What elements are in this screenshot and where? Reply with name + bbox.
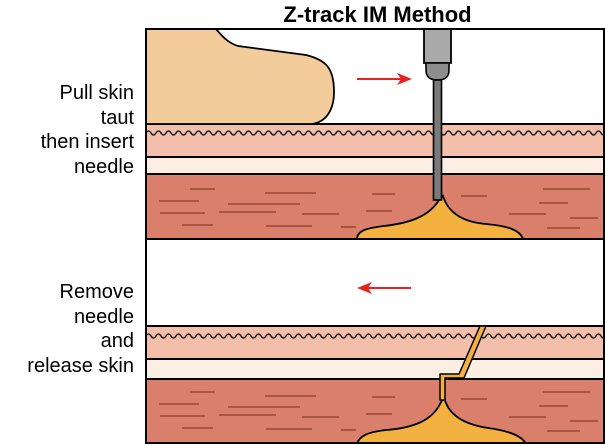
arrow-left-icon — [357, 282, 411, 294]
panel-remove-needle — [146, 239, 605, 444]
step1-caption-line: Pull skin — [59, 82, 134, 104]
step1-caption: Pull skin taut then insert needle — [0, 81, 134, 179]
step1-caption-line: needle — [73, 155, 134, 178]
muscle-fibers — [159, 391, 598, 432]
arrow-right-icon — [357, 73, 412, 85]
step1-caption-line: taut — [100, 106, 134, 129]
step2-caption-line: release skin — [27, 354, 134, 377]
skin-surface-wave — [146, 130, 605, 136]
skin-layer — [146, 326, 605, 359]
diagram-frame — [145, 28, 605, 444]
step2-caption-line: needle — [73, 305, 134, 328]
skin-layer — [146, 124, 605, 157]
syringe-barrel — [423, 29, 452, 64]
subcutaneous-layer — [146, 157, 605, 174]
step2-caption-line: Remove — [59, 281, 134, 303]
subcutaneous-layer — [146, 359, 605, 379]
finger — [146, 29, 335, 125]
step2-caption-line: and — [100, 330, 134, 352]
z-track-path — [439, 325, 487, 401]
diagram-title: Z-track IM Method — [283, 2, 472, 27]
panel-insert-needle — [146, 29, 605, 239]
syringe-hub — [425, 62, 450, 81]
step2-caption: Remove needle and release skin — [0, 280, 134, 378]
needle — [432, 79, 443, 201]
skin-surface-wave — [146, 333, 605, 339]
step1-caption-line: then insert — [40, 131, 134, 153]
muscle-fibers — [159, 188, 598, 229]
